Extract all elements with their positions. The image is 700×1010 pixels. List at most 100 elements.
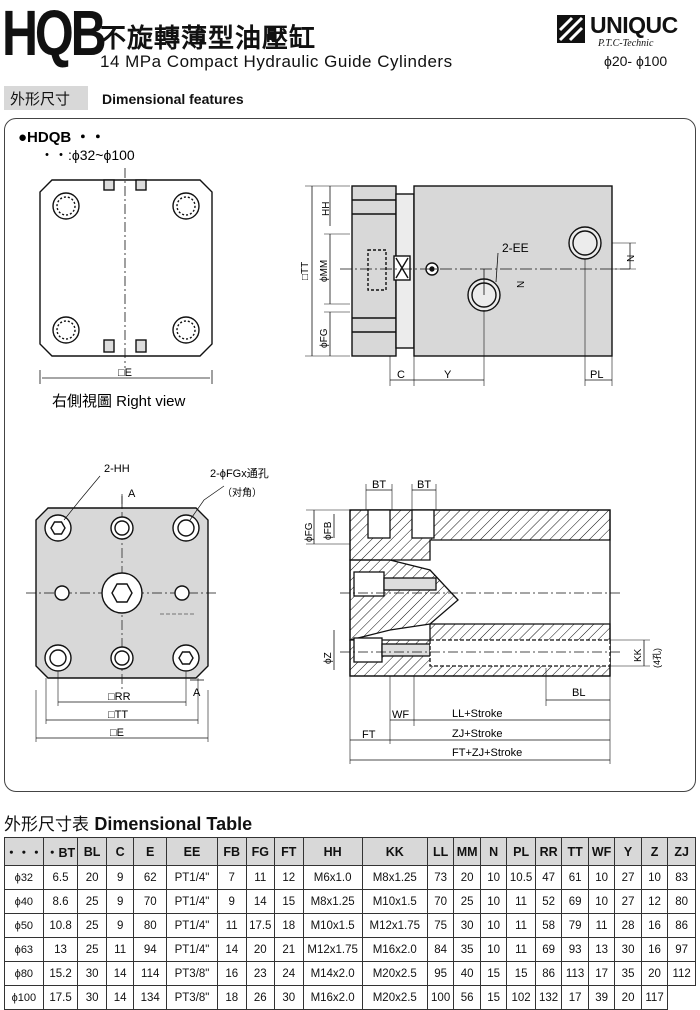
- table-cell: 14: [245, 889, 276, 914]
- table-cell: 20: [453, 865, 481, 890]
- table-cell: M16x2.0: [361, 937, 428, 962]
- table-cell: M12x1.75: [361, 913, 428, 938]
- technical-drawing: ●HDQB ・・ ・・:ϕ32~ϕ100 □E 右側視圖 Right view: [18, 129, 662, 764]
- table-cell: 30: [77, 961, 107, 986]
- table-cell: 69: [561, 889, 589, 914]
- table-cell: 83: [667, 865, 696, 890]
- table-cell: 10: [640, 865, 669, 890]
- table-header-cell: ・BT: [42, 837, 79, 866]
- table-cell: 20: [640, 961, 669, 986]
- table-cell: 113: [561, 961, 589, 986]
- table-header-cell: BL: [77, 837, 107, 866]
- table-cell: 95: [426, 961, 455, 986]
- table-cell: ϕ63: [4, 937, 44, 962]
- table-header-cell: RR: [534, 837, 563, 866]
- table-cell: 21: [274, 937, 304, 962]
- table-cell: 10.5: [506, 865, 536, 890]
- brand-mark-icon: [557, 15, 585, 43]
- table-header-cell: HH: [302, 837, 363, 866]
- table-cell: 25: [77, 889, 107, 914]
- front-view: [26, 475, 225, 742]
- table-header-cell: E: [133, 837, 168, 866]
- table-cell: 23: [245, 961, 276, 986]
- table-header-cell: Y: [614, 837, 642, 866]
- section-view: [306, 484, 650, 764]
- table-cell: 28: [614, 913, 642, 938]
- table-cell: 10: [479, 937, 508, 962]
- dim-n-right: N: [626, 255, 637, 262]
- table-cell: 10: [587, 889, 616, 914]
- dim-zj: ZJ+Stroke: [452, 728, 502, 740]
- table-cell: PT1/4": [166, 889, 218, 914]
- table-cell: 10: [479, 889, 508, 914]
- table-cell: 75: [426, 913, 455, 938]
- table-cell: 25: [77, 913, 107, 938]
- label-model: ●HDQB ・・: [18, 129, 105, 146]
- table-cell: 10: [479, 913, 508, 938]
- dim-fg-section: ϕFG: [304, 522, 315, 542]
- table-cell: 58: [534, 913, 563, 938]
- table-cell: 27: [614, 865, 642, 890]
- table-cell: 69: [534, 937, 563, 962]
- brand-subtitle: P.T.C-Technic: [598, 38, 654, 49]
- table-cell: 17.5: [245, 913, 276, 938]
- table-cell: 61: [561, 865, 589, 890]
- table-cell: 20: [245, 937, 276, 962]
- dim-kk-4holes: (4孔): [652, 648, 662, 668]
- table-cell: 10: [587, 865, 616, 890]
- label-2hh: 2-HH: [104, 463, 130, 475]
- table-cell: 25: [453, 889, 481, 914]
- table-header-cell: FB: [216, 837, 247, 866]
- table-cell: 11: [587, 913, 616, 938]
- table-header-cell: MM: [453, 837, 481, 866]
- dim-ft: FT: [362, 729, 376, 741]
- table-cell: 79: [561, 913, 589, 938]
- title-chinese: 不旋轉薄型油壓缸: [100, 24, 317, 54]
- table-cell: 52: [534, 889, 563, 914]
- dim-bt-1: BT: [372, 479, 386, 491]
- table-cell: PT3/8": [166, 961, 218, 986]
- table-cell: 94: [133, 937, 168, 962]
- table-header-cell: FT: [274, 837, 304, 866]
- dim-tt-front: □TT: [108, 709, 128, 721]
- dim-c: C: [397, 369, 405, 381]
- table-cell: 17: [587, 961, 616, 986]
- table-cell: M8x1.25: [302, 889, 363, 914]
- table-cell: 11: [105, 937, 135, 962]
- brand-name: UNIQUC: [590, 12, 678, 38]
- model-code: HQB: [2, 0, 107, 69]
- right-view: [39, 168, 213, 384]
- table-header-cell: ・・・: [4, 837, 44, 866]
- dim-e-right: □E: [118, 367, 132, 379]
- table-header-cell: WF: [587, 837, 616, 866]
- section-title-en: Dimensional features: [102, 91, 244, 107]
- dim-fg: ϕFG: [319, 328, 330, 348]
- table-cell: 86: [667, 913, 696, 938]
- table-cell: M10x1.5: [361, 889, 428, 914]
- table-cell: 16: [640, 937, 669, 962]
- table-cell: 8.6: [42, 889, 79, 914]
- label-range: ・・:ϕ32~ϕ100: [40, 147, 135, 163]
- table-cell: 9: [216, 889, 247, 914]
- table-cell: 25: [77, 937, 107, 962]
- table-cell: ϕ32: [4, 865, 44, 890]
- table-cell: 86: [534, 961, 563, 986]
- table-cell: 30: [453, 913, 481, 938]
- table-cell: 7: [216, 865, 247, 890]
- table-cell: 20: [77, 865, 107, 890]
- table-cell: PT1/4": [166, 865, 218, 890]
- table-cell: 13: [587, 937, 616, 962]
- table-cell: 11: [506, 913, 536, 938]
- table-header-cell: ZJ: [667, 837, 696, 866]
- table-header-cell: N: [479, 837, 508, 866]
- table-title: 外形尺寸表 Dimensional Table: [4, 810, 252, 835]
- table-cell: 27: [614, 889, 642, 914]
- table-cell: 11: [506, 889, 536, 914]
- table-cell: 114: [133, 961, 168, 986]
- table-cell: 11: [506, 937, 536, 962]
